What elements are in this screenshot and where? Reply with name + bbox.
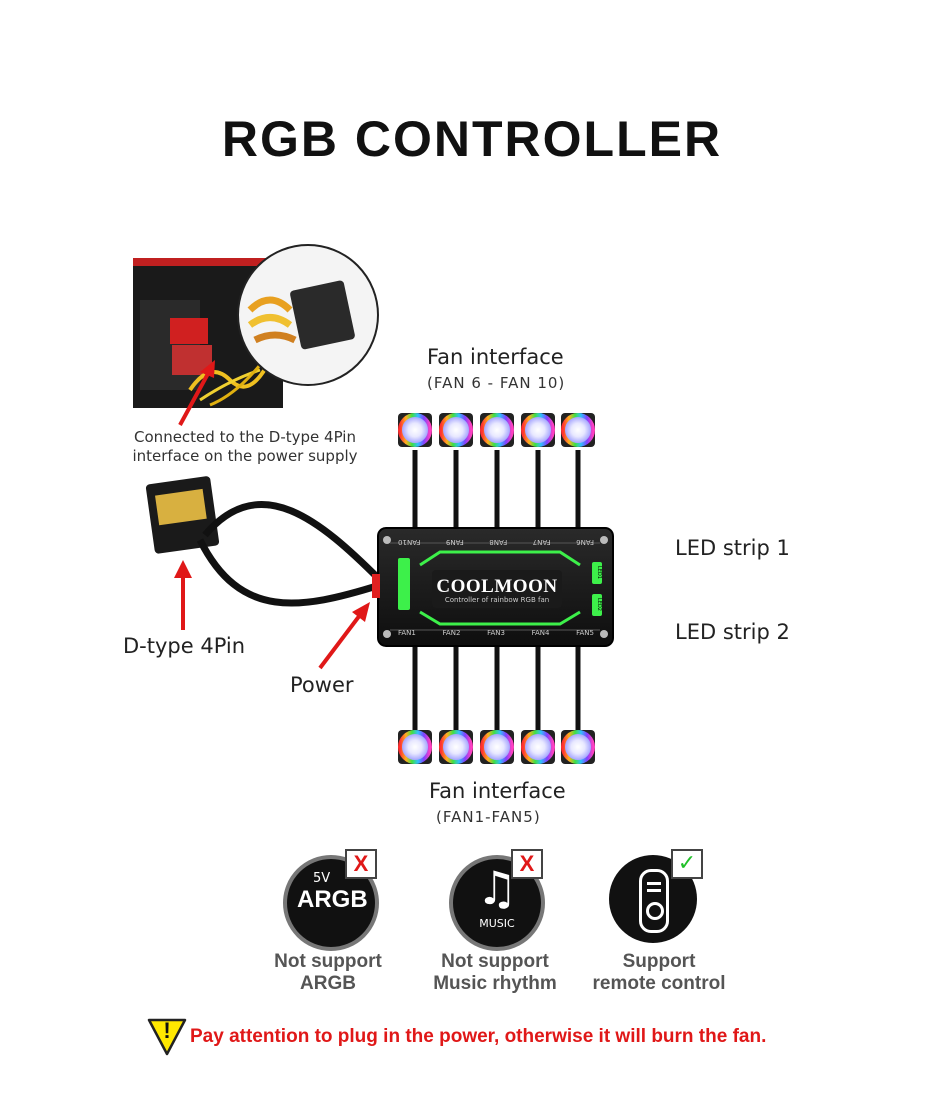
led-strip-2-label: LED strip 2 [675,620,790,644]
music-icon: ♫ MUSIC [449,855,545,951]
music-note-icon: ♫ [476,861,518,915]
fan-icon [480,413,514,447]
fan-icon [398,730,432,764]
argb-icon-text: ARGB [297,886,368,913]
d-type-label: D-type 4Pin [123,634,246,658]
controller-top-ports: FAN6 FAN7 FAN8 FAN9 FAN10 [398,538,594,546]
music-icon-text: MUSIC [479,917,515,930]
d-type-connector [145,476,383,607]
led-strips [612,570,808,608]
feature-line: Not support [274,951,382,972]
psu-note-line2: interface on the power supply [132,447,358,465]
port-label: FAN9 [445,538,464,546]
d-type-arrow [174,560,192,630]
feature-remote-label: Support remote control [576,951,742,995]
fan-icon [521,413,555,447]
port-label: FAN6 [576,538,594,546]
fan-interface-top-sub: (FAN 6 - FAN 10) [427,374,566,392]
fan-icon [439,730,473,764]
controller-brand: COOLMOON [436,576,558,597]
fan-icon [439,413,473,447]
port-label: FAN4 [531,629,550,637]
power-label: Power [290,673,354,697]
status-x-icon: X [511,849,543,879]
feature-music-label: Not support Music rhythm [415,951,575,995]
warning-symbol: ! [163,1018,171,1043]
fan-icon [561,730,595,764]
fan-cables [412,450,581,730]
port-label: FAN7 [532,538,551,546]
feature-argb: 5V ARGB X [283,849,379,951]
warning-icon [147,1018,187,1056]
fan-icon [480,730,514,764]
argb-icon-voltage: 5V [313,871,331,886]
status-x-icon: X [345,849,377,879]
fan-icon [398,413,432,447]
status-check-icon: ✓ [671,849,703,879]
port-label: FAN3 [487,629,505,637]
rgb-controller [372,527,614,647]
port-label: FAN2 [442,629,461,637]
feature-line: Not support [441,951,549,972]
port-label: FAN1 [398,629,416,637]
page-title: RGB CONTROLLER [221,111,723,167]
connector-zoom-circle [237,244,379,386]
port-label: FAN8 [489,538,508,546]
led-strip-1-label: LED strip 1 [675,536,790,560]
feature-remote: ✓ [609,849,703,947]
fan-icon [521,730,555,764]
feature-line: remote control [592,973,726,994]
power-arrow [318,602,370,670]
feature-music: ♫ MUSIC X [449,849,545,951]
controller-bottom-ports: FAN1 FAN2 FAN3 FAN4 FAN5 [398,629,594,637]
psu-note: Connected to the D-type 4Pin interface o… [110,428,380,466]
top-fans [398,413,595,447]
psu-note-line1: Connected to the D-type 4Pin [134,428,356,446]
feature-line: Music rhythm [433,973,557,994]
bottom-fans [398,730,595,764]
psu-arrow [178,360,215,426]
fan-interface-bottom-sub: (FAN1-FAN5) [436,808,541,826]
warning-text: Pay attention to plug in the power, othe… [190,1026,767,1047]
port-label: FAN10 [398,538,421,546]
remote-body [639,869,669,933]
port-label: FAN5 [576,629,594,637]
fan-interface-top-label: Fan interface [427,345,564,369]
port-label: LED2 [596,598,602,611]
feature-argb-label: Not support ARGB [248,951,408,995]
feature-line: ARGB [300,973,356,994]
controller-subtitle: Controller of rainbow RGB fan [444,596,550,604]
port-label: LED1 [596,566,602,579]
feature-line: Support [622,951,696,972]
fan-icon [561,413,595,447]
fan-interface-bottom-label: Fan interface [429,779,566,803]
